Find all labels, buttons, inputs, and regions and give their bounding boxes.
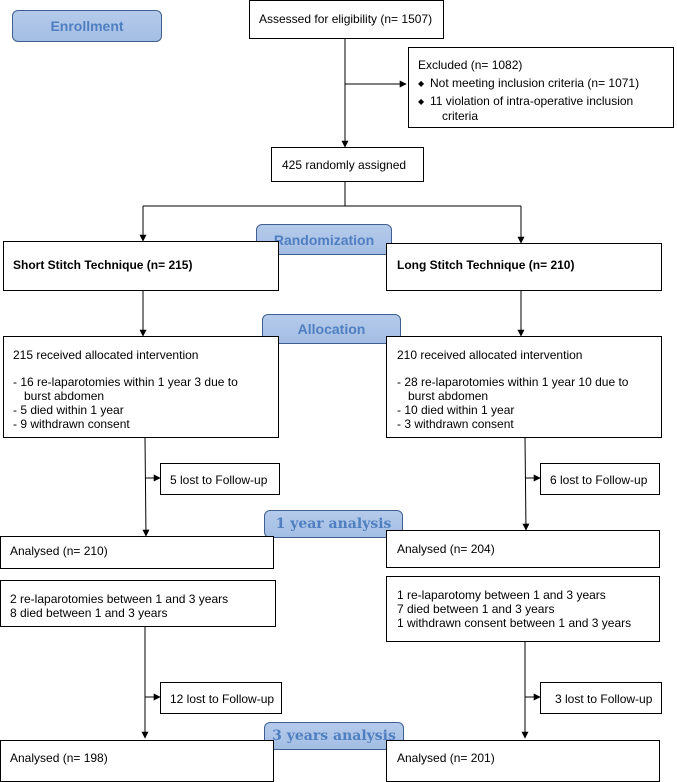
arrow-short-to-1yr bbox=[142, 437, 150, 537]
short-between-line: 8 died between 1 and 3 years bbox=[10, 606, 168, 620]
short-allocation-line: - 16 re-laparotomies within 1 year 3 due… bbox=[13, 375, 238, 389]
short-allocation-line: burst abdomen bbox=[24, 389, 105, 403]
short-analysed-3yr-text: Analysed (n= 198) bbox=[10, 751, 108, 765]
short-lost-3yr-box: 12 lost to Follow-up bbox=[160, 682, 282, 714]
stage-enrollment: Enrollment bbox=[12, 10, 162, 42]
arrow-long-to-1yr bbox=[522, 437, 530, 531]
stage-1-year-analysis: 1 year analysis bbox=[264, 510, 403, 538]
randomized-text: 425 randomly assigned bbox=[282, 158, 407, 172]
long-between-line: 7 died between 1 and 3 years bbox=[397, 602, 555, 616]
short-lost-3yr-text: 12 lost to Follow-up bbox=[170, 692, 275, 706]
long-analysed-3yr-text: Analysed (n= 201) bbox=[397, 751, 495, 765]
excluded-item: ◆11 violation of intra-operative inclusi… bbox=[418, 94, 634, 108]
long-allocation-box: 210 received allocated intervention - 28… bbox=[386, 336, 662, 438]
short-between-box: 2 re-laparotomies between 1 and 3 years … bbox=[0, 580, 276, 627]
long-stitch-box: Long Stitch Technique (n= 210) bbox=[386, 243, 662, 291]
excluded-item-continuation: criteria bbox=[442, 109, 479, 123]
stage-3-years-analysis: 3 years analysis bbox=[264, 722, 404, 750]
long-between-line: 1 withdrawn consent between 1 and 3 year… bbox=[397, 616, 632, 630]
randomized-box: 425 randomly assigned bbox=[271, 147, 424, 182]
short-stitch-title: Short Stitch Technique (n= 215) bbox=[13, 258, 193, 272]
long-analysed-3yr-box: Analysed (n= 201) bbox=[386, 740, 660, 782]
stage-allocation: Allocation bbox=[262, 314, 401, 344]
long-between-box: 1 re-laparotomy between 1 and 3 years 7 … bbox=[386, 576, 660, 642]
excluded-title: Excluded (n= 1082) bbox=[418, 58, 523, 72]
excluded-box: Excluded (n= 1082) ◆Not meeting inclusio… bbox=[408, 47, 674, 128]
long-analysed-1yr-box: Analysed (n= 204) bbox=[386, 530, 660, 568]
assessed-text: Assessed for eligibility (n= 1507) bbox=[259, 12, 433, 26]
short-allocation-line: - 5 died within 1 year bbox=[13, 403, 124, 417]
long-allocation-line: - 10 died within 1 year bbox=[397, 403, 515, 417]
diamond-bullet-icon: ◆ bbox=[418, 79, 425, 88]
long-between-line: 1 re-laparotomy between 1 and 3 years bbox=[397, 588, 606, 602]
short-analysed-1yr-box: Analysed (n= 210) bbox=[0, 536, 274, 569]
diamond-bullet-icon: ◆ bbox=[418, 97, 425, 106]
long-allocation-line: burst abdomen bbox=[408, 389, 489, 403]
long-allocation-line: - 3 withdrawn consent bbox=[397, 417, 514, 431]
short-between-line: 2 re-laparotomies between 1 and 3 years bbox=[10, 592, 229, 606]
short-allocation-line: - 9 withdrawn consent bbox=[13, 417, 130, 431]
short-stitch-box: Short Stitch Technique (n= 215) bbox=[3, 241, 279, 291]
short-allocation-header: 215 received allocated intervention bbox=[13, 348, 199, 362]
excluded-item: ◆Not meeting inclusion criteria (n= 1071… bbox=[418, 76, 640, 90]
long-allocation-header: 210 received allocated intervention bbox=[397, 348, 583, 362]
assessed-box: Assessed for eligibility (n= 1507) bbox=[249, 0, 444, 39]
long-stitch-title: Long Stitch Technique (n= 210) bbox=[397, 258, 575, 272]
short-analysed-3yr-box: Analysed (n= 198) bbox=[0, 740, 274, 782]
long-analysed-1yr-text: Analysed (n= 204) bbox=[397, 542, 495, 556]
long-lost-1yr-text: 6 lost to Follow-up bbox=[550, 473, 648, 487]
long-lost-3yr-box: 3 lost to Follow-up bbox=[540, 682, 662, 714]
long-lost-3yr-text: 3 lost to Follow-up bbox=[555, 692, 653, 706]
short-analysed-1yr-text: Analysed (n= 210) bbox=[10, 544, 108, 558]
long-allocation-line: - 28 re-laparotomies within 1 year 10 du… bbox=[397, 375, 629, 389]
short-lost-1yr-text: 5 lost to Follow-up bbox=[170, 473, 268, 487]
short-lost-1yr-box: 5 lost to Follow-up bbox=[160, 463, 280, 495]
long-lost-1yr-box: 6 lost to Follow-up bbox=[540, 463, 660, 495]
short-allocation-box: 215 received allocated intervention - 16… bbox=[3, 336, 279, 438]
